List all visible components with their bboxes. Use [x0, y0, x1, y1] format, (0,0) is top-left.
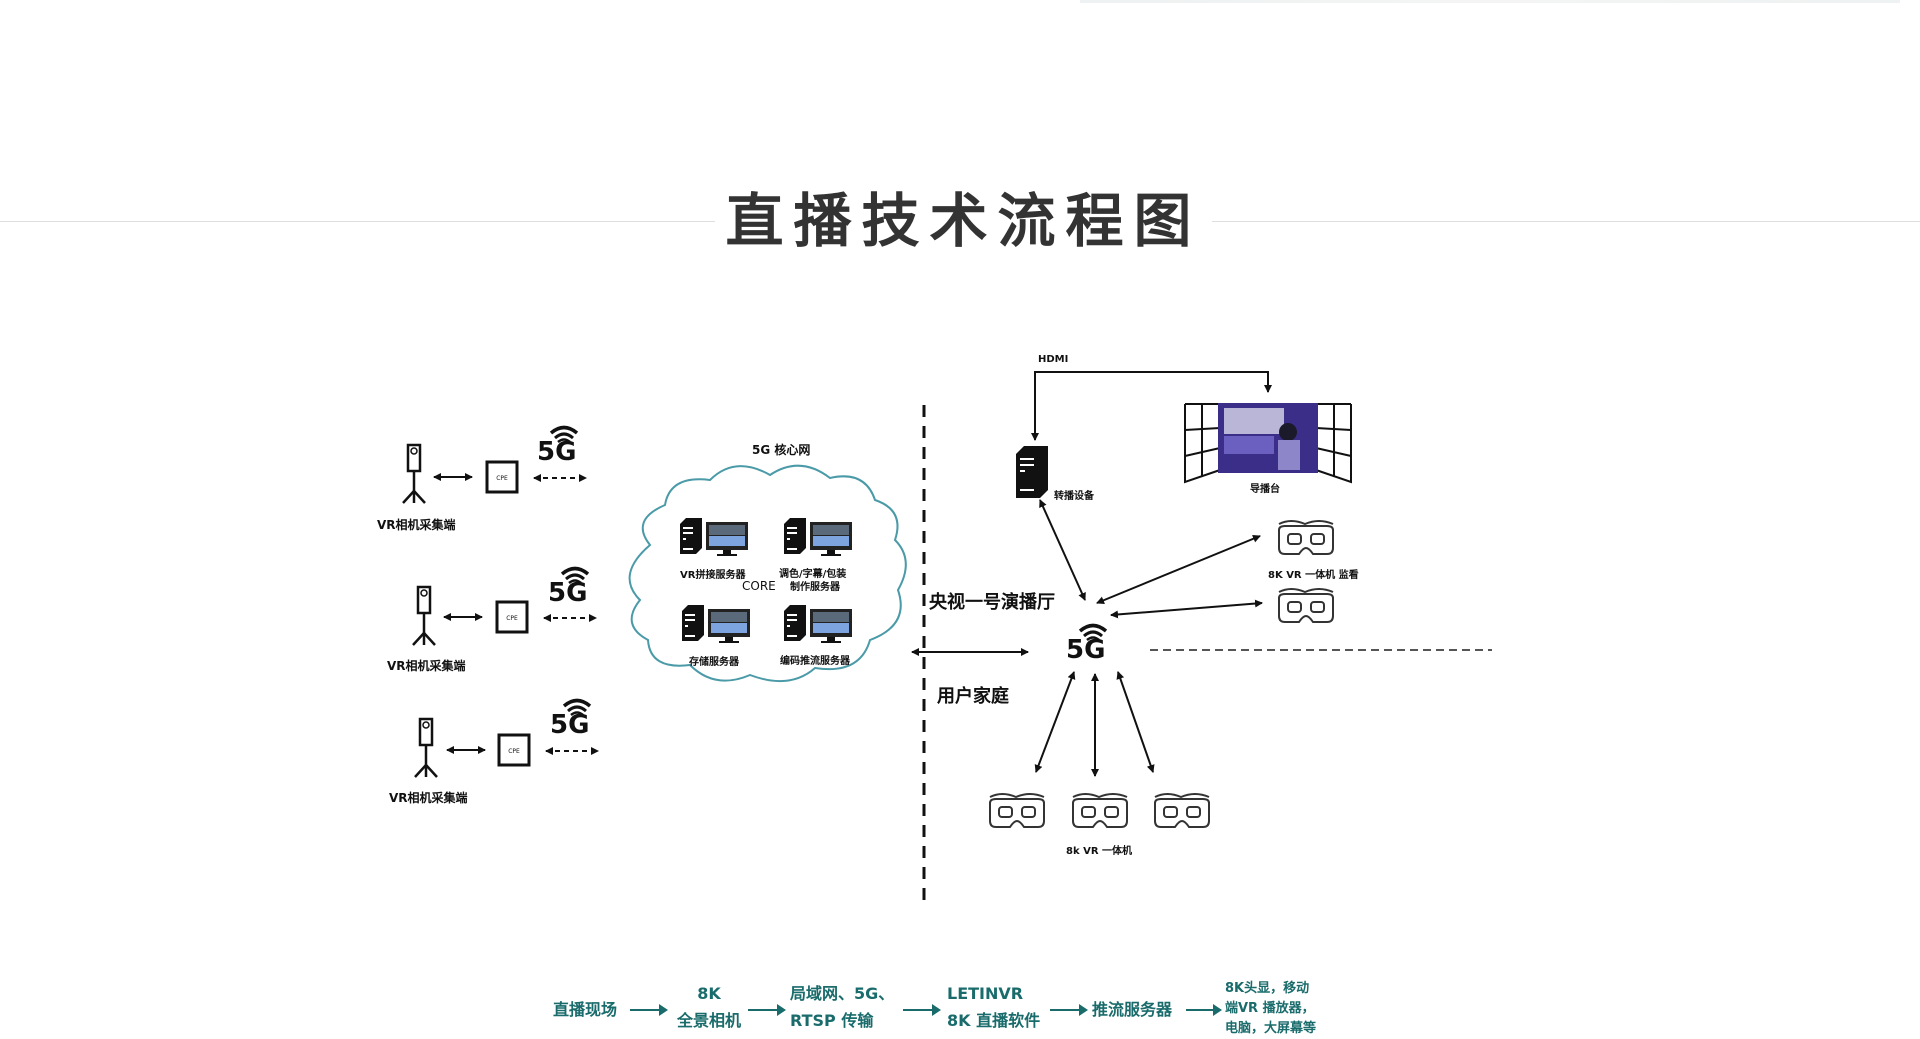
flow-step-text: 电脑，大屏幕等 [1225, 1021, 1317, 1036]
flow-step-4: LETINVR 8K 直播软件 [947, 980, 1040, 1034]
capture-unit-2 [411, 566, 597, 647]
flow-step-text: 8K [697, 984, 721, 1003]
flow-step-text: 局域网、5G、 [790, 984, 895, 1003]
vr-camera-icon [413, 717, 439, 779]
flow-step-text: 8K头显，移动 [1225, 981, 1310, 996]
server-label: 存储服务器 [689, 657, 739, 668]
vr-headset-icon [1072, 793, 1128, 828]
server-label: VR拼接服务器 [680, 570, 746, 581]
relay-hub-arrow [1039, 499, 1086, 601]
hub-headset-arrow [1096, 534, 1261, 605]
hub-home-arrow [1034, 671, 1076, 773]
venue-label: 央视一号演播厅 [929, 592, 1055, 613]
flow-step-text: LETINVR [947, 984, 1024, 1003]
director-label: 导播台 [1250, 484, 1280, 495]
server-label: 调色/字幕/包装 [779, 569, 847, 580]
core-cloud [628, 464, 907, 683]
capture-unit-label: VR相机采集端 [389, 791, 468, 805]
flow-step-text: 全景相机 [676, 1011, 741, 1030]
vr-camera-icon [411, 585, 437, 647]
flow-arrow [1050, 1004, 1088, 1016]
home-label: 用户家庭 [937, 686, 1009, 707]
vr-camera-icon [401, 443, 427, 505]
capture-unit-label: VR相机采集端 [377, 518, 456, 532]
server-label-line2: 制作服务器 [790, 582, 840, 593]
5g-icon [546, 566, 590, 610]
relay-device-label: 转播设备 [1054, 491, 1094, 502]
process-flow: 直播现场 8K 全景相机 局域网、5G、 RTSP 传输 LETINVR 8K 直播软… [0, 975, 1920, 1036]
capture-unit-1 [401, 425, 587, 505]
flow-arrow [630, 1004, 668, 1016]
flow-step-text: 推流服务器 [1092, 1000, 1173, 1019]
cpe-icon [497, 733, 531, 767]
flow-step-5: 推流服务器 [1092, 996, 1172, 1023]
flow-step-3: 局域网、5G、 RTSP 传输 [790, 980, 894, 1034]
flow-step-6: 8K头显，移动端VR 播放器， 电脑，大屏幕等 [1225, 979, 1316, 1039]
top-strip [1080, 0, 1900, 3]
flow-step-text: 端VR 播放器， [1225, 1001, 1315, 1016]
hub-home-arrow [1116, 671, 1155, 773]
relay-device-icon [1016, 446, 1048, 498]
monitor-headsets-label: 8K VR 一体机 监看 [1268, 570, 1359, 581]
director-wall-icon [1184, 403, 1352, 484]
vr-headset-icon [1278, 588, 1334, 623]
title-rule-left [0, 221, 715, 222]
capture-unit-label: VR相机采集端 [387, 659, 466, 673]
flow-step-1: 直播现场 [553, 996, 617, 1023]
flow-arrow [748, 1004, 786, 1016]
flow-step-text: RTSP 传输 [790, 1011, 874, 1030]
vr-headset-icon [1154, 793, 1210, 828]
core-center-label: CORE [742, 579, 776, 593]
vr-headset-icon [1278, 520, 1334, 555]
page-title: 直播技术流程图 [725, 187, 1202, 255]
flow-step-text: 直播现场 [553, 1000, 618, 1019]
hdmi-label: HDMI [1038, 354, 1069, 365]
5g-icon [535, 425, 579, 469]
flow-arrow [903, 1004, 941, 1016]
capture-unit-3 [413, 698, 599, 779]
server-label: 编码推流服务器 [780, 656, 850, 667]
cpe-icon [495, 600, 529, 634]
hub-headset-arrow [1110, 599, 1263, 619]
flow-step-2: 8K 全景相机 [672, 980, 746, 1034]
5g-icon [548, 698, 592, 742]
core-title: 5G 核心网 [752, 443, 811, 457]
flow-step-text: 8K 直播软件 [947, 1011, 1041, 1030]
home-headsets-label: 8k VR 一体机 [1066, 846, 1133, 857]
vr-headset-icon [989, 793, 1045, 828]
5g-hub-icon [1064, 623, 1108, 667]
title-rule-right [1212, 221, 1920, 222]
flow-arrow [1186, 1004, 1222, 1016]
cpe-icon [485, 460, 519, 494]
